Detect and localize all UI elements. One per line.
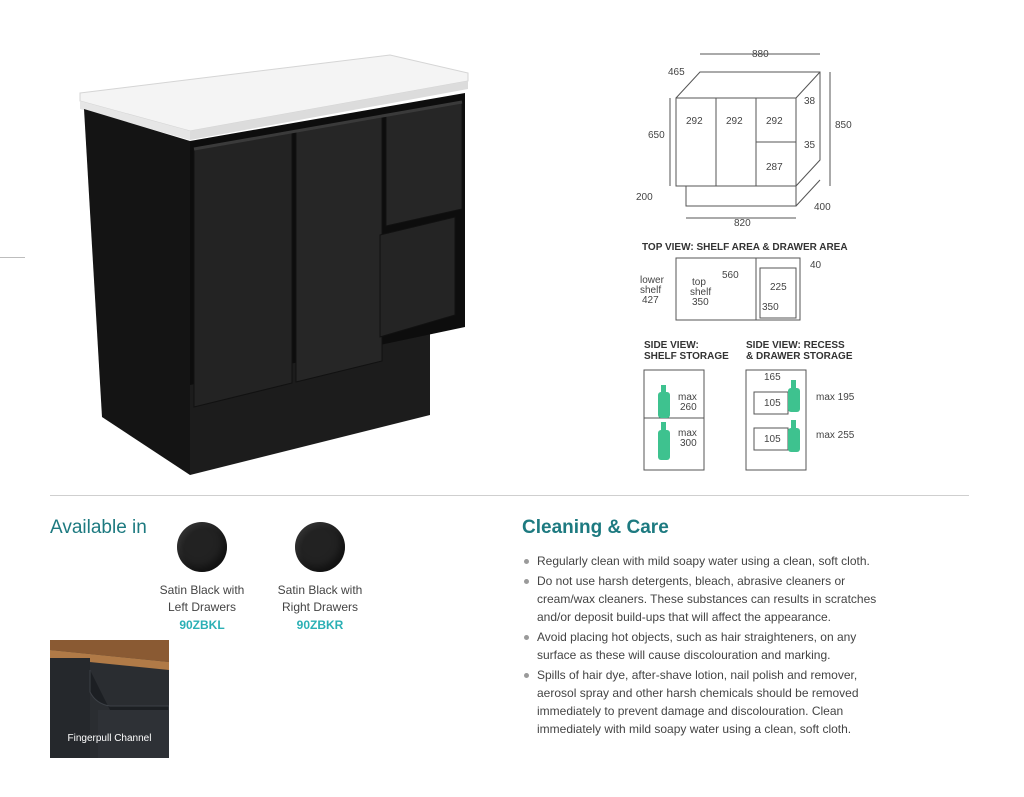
lower-shelf-l1: lower bbox=[640, 275, 665, 286]
dim-drawer-gap: 35 bbox=[804, 140, 816, 151]
shelf-max-upper-l1: max bbox=[678, 392, 697, 403]
shelf-max-lower-l2: 300 bbox=[680, 438, 697, 449]
top-view-title: TOP VIEW: SHELF AREA & DRAWER AREA bbox=[642, 242, 848, 253]
lower-shelf-l2: shelf bbox=[640, 285, 661, 296]
dim-560: 560 bbox=[722, 270, 739, 281]
dim-350: 350 bbox=[762, 302, 779, 313]
swatch-code: 90ZBKR bbox=[296, 618, 344, 632]
dim-kick-h: 200 bbox=[636, 192, 653, 203]
swatch-name-line2: Left Drawers bbox=[167, 600, 237, 614]
dim-225: 225 bbox=[770, 282, 787, 293]
recess-max1: max 195 bbox=[816, 392, 855, 403]
care-item: Do not use harsh detergents, bleach, abr… bbox=[522, 572, 882, 626]
dim-depth: 465 bbox=[668, 67, 685, 78]
side-shelf-title-l1: SIDE VIEW: bbox=[644, 340, 699, 351]
shelf-max-lower-l1: max bbox=[678, 428, 697, 439]
top-shelf-l3: 350 bbox=[692, 297, 709, 308]
fingerpull-caption: Fingerpull Channel bbox=[67, 733, 152, 744]
swatch-left-drawers[interactable]: Satin Black with Left Drawers 90ZBKL bbox=[147, 522, 257, 632]
fingerpull-photo: Fingerpull Channel bbox=[50, 640, 169, 758]
dim-kick-d: 400 bbox=[814, 202, 831, 213]
shelf-max-upper-l2: 260 bbox=[680, 402, 697, 413]
swatch-name-line1: Satin Black with bbox=[159, 583, 245, 597]
dim-kick-w: 820 bbox=[734, 218, 751, 229]
swatch-name-line2: Right Drawers bbox=[281, 600, 359, 614]
recess-max2: max 255 bbox=[816, 430, 855, 441]
dim-top-h: 38 bbox=[804, 96, 816, 107]
dim-height: 850 bbox=[835, 120, 852, 131]
satin-black-swatch bbox=[295, 522, 345, 572]
dim-col2: 292 bbox=[726, 116, 743, 127]
section-divider bbox=[50, 495, 969, 496]
dim-drawer2: 105 bbox=[764, 434, 781, 445]
swatch-code: 90ZBKL bbox=[179, 618, 225, 632]
dim-recess: 165 bbox=[764, 372, 781, 383]
care-list: Regularly clean with mild soapy water us… bbox=[522, 552, 882, 740]
care-item: Avoid placing hot objects, such as hair … bbox=[522, 628, 882, 664]
satin-black-swatch bbox=[177, 522, 227, 572]
vanity-product-image bbox=[79, 54, 469, 475]
care-item: Regularly clean with mild soapy water us… bbox=[522, 552, 882, 570]
swatch-right-drawers[interactable]: Satin Black with Right Drawers 90ZBKR bbox=[265, 522, 375, 632]
side-recess-title-l2: & DRAWER STORAGE bbox=[746, 351, 853, 362]
available-title: Available in bbox=[50, 517, 147, 538]
dim-drawer1: 105 bbox=[764, 398, 781, 409]
dimension-diagram: 880 465 850 38 650 200 820 400 292 292 2… bbox=[636, 49, 855, 471]
side-recess-title-l1: SIDE VIEW: RECESS bbox=[746, 340, 845, 351]
swatch-name-line1: Satin Black with bbox=[277, 583, 363, 597]
side-shelf-title-l2: SHELF STORAGE bbox=[644, 351, 729, 362]
care-title: Cleaning & Care bbox=[522, 517, 669, 538]
top-shelf-l1: top bbox=[692, 277, 706, 288]
top-shelf-l2: shelf bbox=[690, 287, 711, 298]
lower-shelf-l3: 427 bbox=[642, 295, 659, 306]
dim-col1: 292 bbox=[686, 116, 703, 127]
care-item: Spills of hair dye, after-shave lotion, … bbox=[522, 666, 882, 738]
dim-width: 880 bbox=[752, 49, 769, 60]
dim-door-h: 650 bbox=[648, 130, 665, 141]
fingerpull-image bbox=[50, 640, 169, 758]
dim-col3: 292 bbox=[766, 116, 783, 127]
dim-drawer-h: 287 bbox=[766, 162, 783, 173]
edge-mark bbox=[0, 257, 25, 258]
dim-40: 40 bbox=[810, 260, 822, 271]
